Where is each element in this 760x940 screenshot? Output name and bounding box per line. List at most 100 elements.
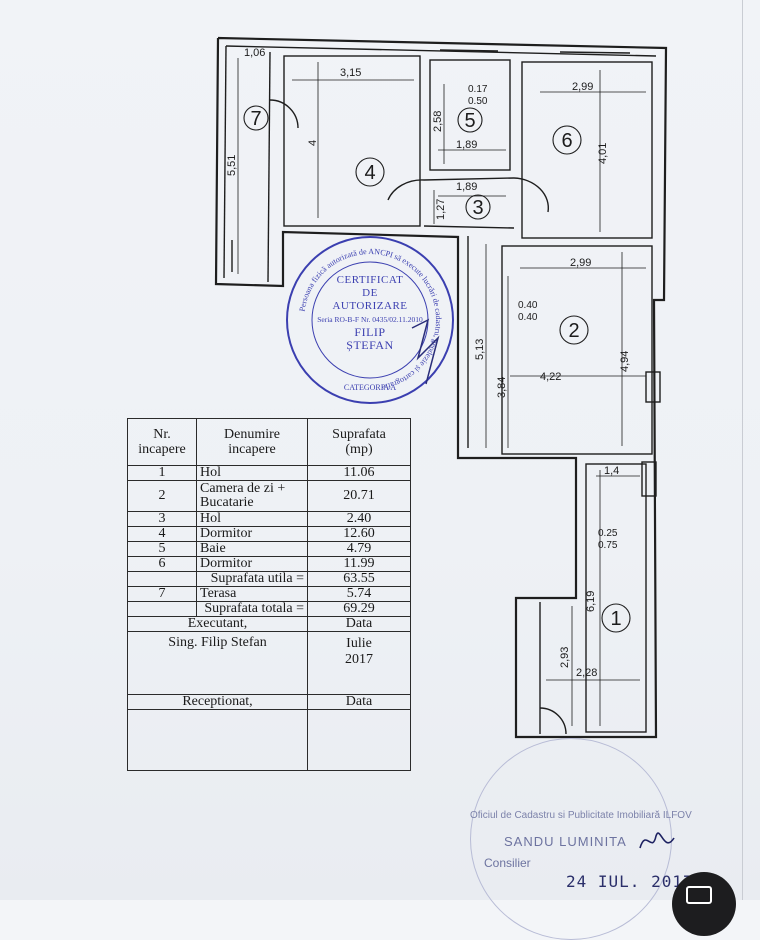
cell-name: Baie [196, 541, 308, 557]
cell-area: 4.79 [307, 541, 411, 557]
room-number-4: 4 [364, 162, 375, 184]
useful-value: 63.55 [307, 571, 411, 587]
dim-label: 0.75 [598, 540, 618, 551]
dim-label: 0.40 [518, 312, 538, 323]
dim-label: 4,22 [540, 371, 561, 383]
dim-label: 4,01 [597, 143, 609, 164]
stamp-serial: Seria RO-B-F Nr. 0435/02.11.2010 [317, 315, 423, 324]
cell-area: 11.99 [307, 556, 411, 572]
cell-nr: 7 [127, 586, 197, 602]
office-person: SANDU LUMINITA [504, 834, 627, 849]
table-row-received: Receptionat,Data [127, 694, 411, 710]
useful-label: Suprafata utila = [196, 571, 308, 587]
cell-nr: 2 [127, 480, 197, 512]
cell-nr: 6 [127, 556, 197, 572]
table-row-received-blank [127, 709, 411, 771]
table-row-total: Suprafata totala =69.29 [127, 601, 411, 617]
authorization-stamp: Persoana fizică autorizată de ANCPI să e… [286, 236, 454, 404]
received-date-label: Data [307, 694, 411, 710]
stamp-name: ȘTEFAN [346, 338, 394, 352]
cell-empty [127, 571, 197, 587]
cell-area: 11.06 [307, 465, 411, 481]
stamp-line: CERTIFICAT [336, 274, 404, 286]
dim-label: 0.50 [468, 96, 488, 107]
cell-name: Camera de zi +Bucatarie [196, 480, 308, 512]
scan-icon [686, 886, 712, 904]
room-number-3: 3 [472, 197, 483, 219]
office-stamp: Oficiul de Cadastru si Publicitate Imobi… [470, 738, 692, 940]
room-number-6: 6 [561, 130, 572, 152]
cell-name: Hol [196, 511, 308, 527]
stamp-line: AUTORIZARE [332, 300, 408, 312]
stamp-category: CATEGORIA A [344, 383, 396, 392]
stamp-name: FILIP [354, 325, 386, 339]
dim-label: 1,89 [456, 139, 477, 151]
room-number-7: 7 [250, 108, 261, 130]
signature-mark [411, 318, 440, 385]
room-number-1: 1 [610, 608, 621, 630]
dim-label: 1,06 [244, 47, 265, 59]
cell-area: 12.60 [307, 526, 411, 542]
cell-empty [307, 709, 411, 771]
total-value: 69.29 [307, 601, 411, 617]
cell-name: Dormitor [196, 526, 308, 542]
room-number-2: 2 [568, 320, 579, 342]
dim-label: 4 [307, 140, 319, 146]
cell-empty [127, 601, 197, 617]
dim-label: 5,51 [226, 155, 238, 176]
dim-label: 0.25 [598, 528, 618, 539]
table-row-executant: Executant,Data [127, 616, 411, 632]
dim-label: 4,94 [619, 351, 631, 372]
executant-name: Sing. Filip Stefan [127, 631, 308, 695]
table-row-useful: Suprafata utila =63.55 [127, 571, 411, 587]
header-area: Suprafata(mp) [307, 418, 411, 466]
received-label: Receptionat, [127, 694, 308, 710]
dim-label: 1,89 [456, 181, 477, 193]
executant-label: Executant, [127, 616, 308, 632]
total-label: Suprafata totala = [196, 601, 308, 617]
room-number-5: 5 [464, 110, 475, 132]
cell-nr: 5 [127, 541, 197, 557]
cell-area: 2.40 [307, 511, 411, 527]
dim-label: 0.17 [468, 84, 488, 95]
cell-area: 5.74 [307, 586, 411, 602]
dim-label: 6,19 [585, 591, 597, 612]
cell-name: Hol [196, 465, 308, 481]
cell-name: Terasa [196, 586, 308, 602]
dim-label: 2,99 [570, 257, 591, 269]
dim-label: 1,27 [435, 199, 447, 220]
dim-label: 2,93 [559, 647, 571, 668]
date-label: Data [307, 616, 411, 632]
office-signature [639, 832, 675, 849]
office-role: Consilier [484, 856, 531, 870]
cell-area: 20.71 [307, 480, 411, 512]
dim-label: 3,84 [496, 377, 508, 398]
cell-empty [127, 709, 308, 771]
date-stamp: 24 IUL. 2017 [566, 872, 694, 891]
stamp-center: CERTIFICAT DE AUTORIZARE Seria RO-B-F Nr… [288, 274, 452, 352]
dim-label: 1,4 [604, 465, 619, 477]
page-margin-line [742, 0, 743, 900]
cell-nr: 3 [127, 511, 197, 527]
stamp-line: DE [362, 287, 378, 299]
cell-name: Dormitor [196, 556, 308, 572]
dim-label: 5,13 [474, 339, 486, 360]
office-name: Oficiul de Cadastru si Publicitate Imobi… [470, 810, 692, 821]
header-nr: Nr.incapere [127, 418, 197, 466]
stamp-ring: Persoana fizică autorizată de ANCPI să e… [298, 247, 443, 392]
cell-nr: 4 [127, 526, 197, 542]
dim-label: 2,99 [572, 81, 593, 93]
dim-label: 0.40 [518, 300, 538, 311]
floor-plan: 1,06 3,15 0.17 0.50 2,99 5,51 4 2,58 1,8… [214, 36, 668, 739]
scan-button[interactable] [672, 872, 736, 936]
